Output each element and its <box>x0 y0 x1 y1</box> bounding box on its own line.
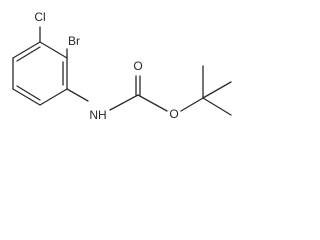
ring-bond-4 <box>12 88 41 106</box>
bond-ring-to-n <box>66 88 89 102</box>
ring-bond-4-inner <box>16 85 41 101</box>
structure-diagram: Cl Br NH O O <box>0 0 250 149</box>
bromine-label: Br <box>68 34 80 48</box>
bond-ester-o-to-tert-c <box>180 97 204 112</box>
bond-n-to-carbonyl-c <box>109 94 139 111</box>
amine-label: NH <box>89 108 106 122</box>
ester-oxygen-label: O <box>169 107 178 121</box>
bond-tert-c-methyl-right <box>202 81 232 99</box>
molecule-svg: Cl Br NH O O <box>12 10 232 122</box>
ring-bond-6 <box>12 41 41 59</box>
ring-bond-3 <box>39 88 68 106</box>
ring-bond-6-inner <box>16 46 41 62</box>
ring-bond-1 <box>39 41 68 59</box>
chlorine-label: Cl <box>34 10 45 24</box>
bond-tert-c-methyl-down <box>202 97 232 116</box>
carbonyl-oxygen-label: O <box>133 59 142 73</box>
bond-carbonyl-c-to-ester-o <box>137 94 168 112</box>
